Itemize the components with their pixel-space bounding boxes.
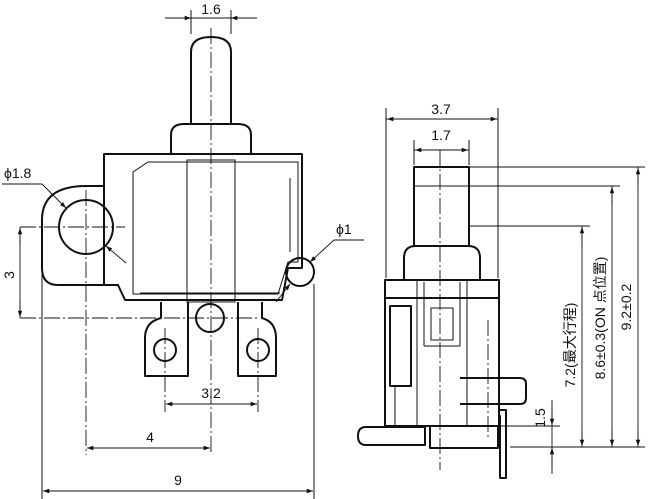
side-pin xyxy=(357,426,426,446)
pin-circle xyxy=(285,257,315,287)
dim-body-depth: 3.7 xyxy=(431,101,451,117)
dim-on-point: 8.6±0.3(ON 点位置) xyxy=(592,257,608,380)
dim-stroke: 7.2(最大行程) xyxy=(562,303,578,388)
dim-toggle-width: 1.6 xyxy=(201,1,221,17)
dim-hole-to-center: 4 xyxy=(146,429,154,445)
front-view: 1.6 ϕ1.8 ϕ1 3 3.2 4 9 xyxy=(1,1,364,499)
side-cap xyxy=(403,245,481,280)
side-view: 3.7 1.7 7.2(最大行程) 8.6±0.3(ON 点位置) 9.2±0.… xyxy=(357,101,645,479)
mounting-ear xyxy=(41,185,104,286)
dim-overall-width: 9 xyxy=(174,472,182,488)
terminal-right xyxy=(237,302,277,377)
dim-vertical-offset: 3 xyxy=(1,271,17,279)
dim-hole-diameter: ϕ1.8 xyxy=(4,165,32,181)
dim-base-height: 1.5 xyxy=(532,408,548,428)
dim-lever-width: 1.7 xyxy=(431,127,451,143)
housing xyxy=(103,153,303,301)
inner-body xyxy=(132,161,299,295)
dim-terminal-pitch: 3.2 xyxy=(201,385,221,401)
side-terminal xyxy=(498,409,507,479)
dim-pin-diameter: ϕ1 xyxy=(336,221,352,237)
side-lever xyxy=(413,166,470,247)
dim-total-height: 9.2±0.2 xyxy=(618,283,634,330)
side-slot xyxy=(430,307,454,341)
side-plunger xyxy=(460,377,527,405)
side-body xyxy=(384,279,500,299)
side-base xyxy=(429,425,499,449)
